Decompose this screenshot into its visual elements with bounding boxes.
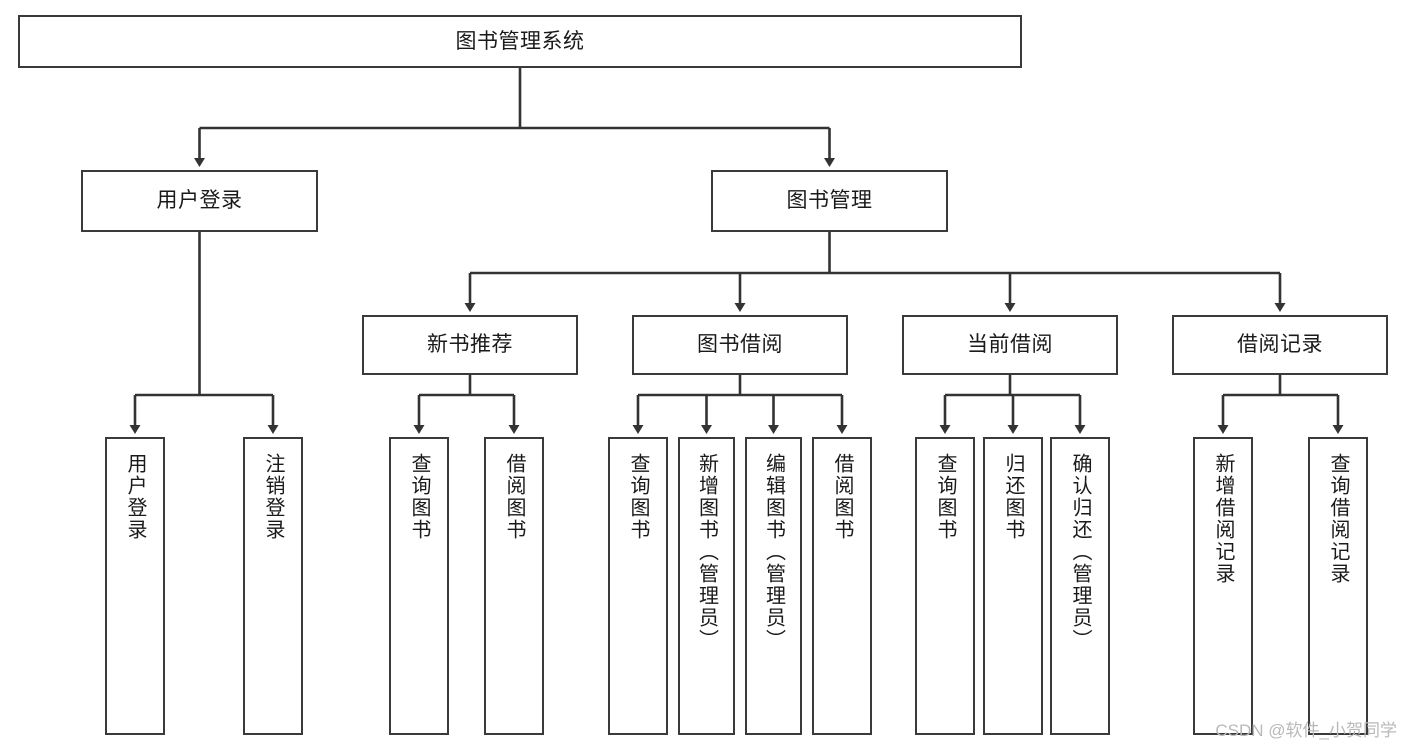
node-leaf-borrow-book-2[interactable]: 借阅图书 <box>812 437 872 735</box>
node-leaf-user-login[interactable]: 用户登录 <box>105 437 165 735</box>
node-label: 新书推荐 <box>427 333 513 357</box>
node-label: 新增借阅记录 <box>1212 453 1234 585</box>
node-leaf-query-book-2[interactable]: 查询图书 <box>608 437 668 735</box>
node-bookmgmt[interactable]: 图书管理 <box>711 170 948 232</box>
node-borrow[interactable]: 图书借阅 <box>632 315 848 375</box>
node-leaf-borrow-book-1[interactable]: 借阅图书 <box>484 437 544 735</box>
node-label: 借阅记录 <box>1237 333 1323 357</box>
node-label: 图书管理系统 <box>455 29 585 53</box>
node-label: 查询图书 <box>408 453 430 541</box>
node-leaf-return-book[interactable]: 归还图书 <box>983 437 1043 735</box>
node-leaf-add-book[interactable]: 新增图书（管理员） <box>678 437 735 735</box>
node-label: 借阅图书 <box>503 453 525 541</box>
node-label: 查询图书 <box>627 453 649 541</box>
node-leaf-query-book-3[interactable]: 查询图书 <box>915 437 975 735</box>
node-current[interactable]: 当前借阅 <box>902 315 1118 375</box>
node-label: 编辑图书（管理员） <box>762 453 785 651</box>
node-label: 查询借阅记录 <box>1327 453 1349 585</box>
node-label: 图书管理 <box>786 189 873 213</box>
node-label: 当前借阅 <box>967 333 1053 357</box>
node-label: 归还图书 <box>1002 453 1024 541</box>
node-label: 注销登录 <box>262 453 284 541</box>
node-leaf-add-record[interactable]: 新增借阅记录 <box>1193 437 1253 735</box>
node-label: 新增图书（管理员） <box>695 453 718 651</box>
node-label: 用户登录 <box>156 189 243 213</box>
node-root[interactable]: 图书管理系统 <box>18 15 1022 68</box>
node-login[interactable]: 用户登录 <box>81 170 318 232</box>
node-newbook[interactable]: 新书推荐 <box>362 315 578 375</box>
node-label: 借阅图书 <box>831 453 853 541</box>
node-leaf-query-record[interactable]: 查询借阅记录 <box>1308 437 1368 735</box>
node-leaf-logout[interactable]: 注销登录 <box>243 437 303 735</box>
node-label: 图书借阅 <box>697 333 783 357</box>
node-label: 用户登录 <box>124 453 146 541</box>
node-label: 确认归还（管理员） <box>1069 453 1091 651</box>
watermark-text: CSDN @软件_小贺同学 <box>1215 721 1397 740</box>
node-leaf-query-book-1[interactable]: 查询图书 <box>389 437 449 735</box>
node-leaf-confirm-return[interactable]: 确认归还（管理员） <box>1050 437 1110 735</box>
node-leaf-edit-book[interactable]: 编辑图书（管理员） <box>745 437 802 735</box>
node-label: 查询图书 <box>934 453 956 541</box>
node-records[interactable]: 借阅记录 <box>1172 315 1388 375</box>
